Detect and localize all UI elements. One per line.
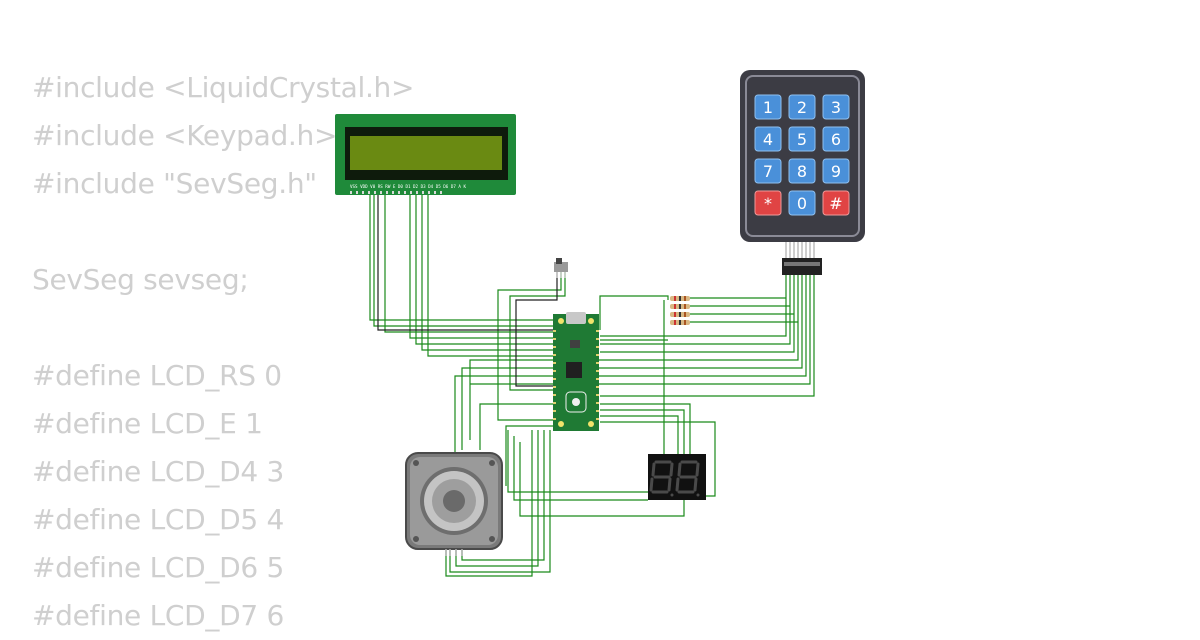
code-line: #define LCD_D5 4 — [32, 503, 284, 536]
key-0: 0 — [788, 190, 816, 216]
digit-2 — [675, 460, 700, 494]
svg-text:9: 9 — [831, 162, 841, 181]
code-line: #include <Keypad.h> — [32, 119, 338, 152]
lcd-module: VSS VDD V0 RS RW E D0 D1 D2 D3 D4 D5 D6 … — [335, 114, 516, 195]
svg-text:2: 2 — [797, 98, 807, 117]
svg-text:1: 1 — [763, 98, 773, 117]
slide-switch — [554, 258, 568, 278]
resistor — [670, 312, 690, 317]
svg-text:4: 4 — [763, 130, 773, 149]
lcd-pins — [350, 191, 442, 194]
code-line: #define LCD_RS 0 — [32, 359, 282, 392]
seven-segment-display — [648, 454, 706, 500]
svg-text:0: 0 — [797, 194, 807, 213]
rp2040-chip — [566, 362, 582, 378]
lcd-screen — [350, 136, 502, 170]
resistor-array — [670, 296, 690, 325]
key-hash: # — [822, 190, 850, 216]
key-6: 6 — [822, 126, 850, 152]
svg-text:8: 8 — [797, 162, 807, 181]
code-line: #include <LiquidCrystal.h> — [32, 71, 415, 104]
key-7: 7 — [754, 158, 782, 184]
svg-text:6: 6 — [831, 130, 841, 149]
code-line: #include "SevSeg.h" — [32, 167, 317, 200]
key-1: 1 — [754, 94, 782, 120]
key-5: 5 — [788, 126, 816, 152]
raspberry-pi-pico — [553, 312, 599, 431]
motor-shaft — [443, 490, 465, 512]
code-line: #define LCD_E 1 — [32, 407, 263, 440]
keypad-connector — [782, 258, 822, 275]
svg-text:3: 3 — [831, 98, 841, 117]
code-snippet: #include <LiquidCrystal.h> #include <Key… — [32, 64, 414, 640]
resistor — [670, 304, 690, 309]
svg-text:*: * — [764, 194, 772, 213]
code-line: #define LCD_D4 3 — [32, 455, 284, 488]
pico-pins — [553, 330, 599, 420]
membrane-keypad: 1 2 3 4 5 6 7 8 9 * 0 # — [740, 70, 865, 275]
usb-port — [566, 312, 586, 324]
key-8: 8 — [788, 158, 816, 184]
wire-bundle — [369, 192, 815, 577]
svg-text:#: # — [829, 194, 842, 213]
resistor — [670, 320, 690, 325]
svg-text:5: 5 — [797, 130, 807, 149]
key-9: 9 — [822, 158, 850, 184]
lcd-pin-labels: VSS VDD V0 RS RW E D0 D1 D2 D3 D4 D5 D6 … — [350, 184, 466, 189]
key-3: 3 — [822, 94, 850, 120]
key-4: 4 — [754, 126, 782, 152]
code-line: #define LCD_D7 6 — [32, 599, 284, 632]
motor-leads — [445, 549, 463, 556]
code-line: #define LCD_D6 5 — [32, 551, 284, 584]
digit-1 — [649, 460, 674, 494]
raspberry-logo — [565, 391, 587, 413]
key-2: 2 — [788, 94, 816, 120]
wire-dark — [377, 192, 558, 387]
code-line: SevSeg sevseg; — [32, 263, 249, 296]
svg-text:7: 7 — [763, 162, 773, 181]
key-star: * — [754, 190, 782, 216]
stepper-motor — [405, 452, 503, 556]
resistor — [670, 296, 690, 301]
